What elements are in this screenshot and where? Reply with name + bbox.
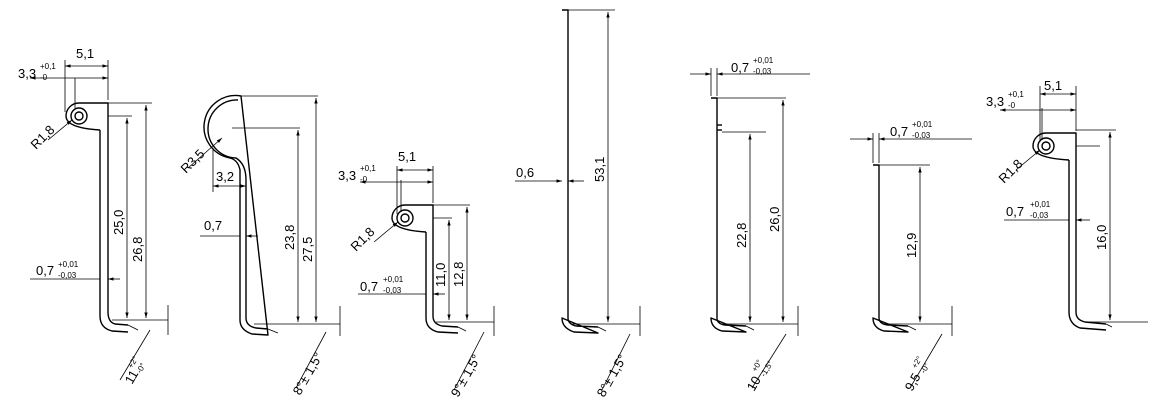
dim-thickness-tol-lower: -0,03 — [753, 67, 772, 76]
dim-hole: 3,3 — [338, 168, 356, 183]
dim-height-outer: 26,0 — [767, 207, 782, 232]
part-4-dims — [515, 9, 641, 391]
part-6-dims — [850, 133, 972, 389]
dim-width: 3,2 — [216, 169, 234, 184]
dim-width: 5,1 — [76, 46, 94, 61]
dim-height-inner: 25,0 — [111, 210, 126, 235]
dim-angle: 10 — [744, 373, 764, 393]
dim-angle: 8°± 1,5° — [290, 350, 326, 398]
dim-thickness: 0,7 — [204, 218, 222, 233]
dim-thickness: 0,6 — [516, 165, 534, 180]
dim-hole-tol-lower: -0 — [360, 175, 368, 184]
dim-height: 16,0 — [1094, 225, 1109, 250]
part-1: 5,1 3,3 +0,1 -0 R1,8 25,0 26,8 0,7 +0,01… — [18, 46, 169, 387]
dim-height-outer: 27,5 — [300, 237, 315, 262]
dim-thickness: 0,7 — [890, 124, 908, 139]
dim-angle: 9°± 1,5° — [448, 352, 484, 400]
dim-height-outer: 12,8 — [451, 262, 466, 287]
dim-thickness-tol-upper: +0,01 — [753, 56, 774, 65]
dim-thickness-tol-upper: +0,01 — [383, 275, 404, 284]
part-4-labels: 0,6 53,1 8°± 1,5° — [516, 157, 630, 400]
part-1-body — [65, 102, 139, 333]
dim-thickness: 0,7 — [360, 279, 378, 294]
dim-thickness: 0,7 — [1006, 204, 1024, 219]
dim-thickness-tol-lower: -0,03 — [912, 131, 931, 140]
dim-thickness: 0,7 — [36, 263, 54, 278]
dim-hole-tol-upper: +0,1 — [360, 164, 376, 173]
part-1-labels: 5,1 3,3 +0,1 -0 R1,8 25,0 26,8 0,7 +0,01… — [18, 46, 148, 387]
part-2: R3,5 3,2 0,7 23,8 27,5 8°± 1,5° — [178, 94, 341, 398]
dim-height: 53,1 — [592, 157, 607, 182]
dim-radius: R1,8 — [348, 224, 378, 254]
dim-hole: 3,3 — [986, 94, 1004, 109]
dim-width: 5,1 — [1044, 78, 1062, 93]
part-3-body — [391, 204, 467, 334]
part-4: 0,6 53,1 8°± 1,5° — [515, 9, 641, 400]
part-7: 5,1 3,3 +0,1 -0 R1,8 0,7 +0,01 -0,03 16,… — [986, 78, 1148, 331]
part-3-labels: 5,1 3,3 +0,1 -0 R1,8 11,0 12,8 0,7 +0,01… — [338, 149, 484, 400]
dim-thickness-tol-upper: +0,01 — [912, 120, 933, 129]
dim-height-inner: 23,8 — [282, 225, 297, 250]
part-1-dims — [30, 60, 169, 381]
dim-radius: R3,5 — [178, 146, 208, 176]
dim-thickness: 0,7 — [731, 60, 749, 75]
dim-thickness-tol-lower: -0,03 — [58, 271, 77, 280]
part-6: 0,7 +0,01 -0,03 12,9 9,5 +2° -0° — [850, 120, 972, 394]
dim-hole-tol-lower: -0 — [40, 73, 48, 82]
dim-height: 12,9 — [904, 233, 919, 258]
part-6-body — [872, 164, 917, 333]
dim-hole-tol-upper: +0,1 — [1008, 90, 1024, 99]
part-2-dims — [187, 95, 341, 389]
dim-angle: 8°± 1,5° — [594, 352, 630, 400]
dim-angle-tol-lower: -0° — [919, 362, 932, 375]
part-6-labels: 0,7 +0,01 -0,03 12,9 9,5 +2° -0° — [890, 120, 933, 394]
part-7-dims — [1000, 86, 1148, 323]
dim-thickness-tol-lower: -0,03 — [383, 286, 402, 295]
part-5-body — [710, 97, 755, 333]
dim-hole: 3,3 — [18, 66, 36, 81]
dim-hole-tol-lower: -0 — [1008, 101, 1016, 110]
dim-angle: 9,5 — [902, 370, 924, 393]
dim-radius: R1,8 — [28, 122, 58, 152]
dim-width: 5,1 — [398, 149, 416, 164]
dim-height-outer: 26,8 — [130, 237, 145, 262]
dim-height-inner: 22,8 — [734, 223, 749, 248]
part-3: 5,1 3,3 +0,1 -0 R1,8 11,0 12,8 0,7 +0,01… — [338, 149, 495, 400]
part-7-body — [1032, 132, 1113, 331]
part-5: 0,7 +0,01 -0,03 22,8 26,0 10 +0° -1,5° — [690, 56, 810, 394]
dim-height-inner: 11,0 — [433, 263, 448, 287]
dim-angle-tol-lower: -0° — [135, 361, 148, 374]
part-5-labels: 0,7 +0,01 -0,03 22,8 26,0 10 +0° -1,5° — [731, 56, 782, 394]
part-5-dims — [690, 68, 810, 389]
dim-thickness-tol-upper: +0,01 — [1030, 200, 1051, 209]
dim-hole-tol-upper: +0,1 — [40, 62, 56, 71]
part-7-labels: 5,1 3,3 +0,1 -0 R1,8 0,7 +0,01 -0,03 16,… — [986, 78, 1109, 250]
dim-radius: R1,8 — [996, 156, 1026, 186]
part-4-body — [561, 9, 607, 334]
dim-thickness-tol-lower: -0,03 — [1030, 211, 1049, 220]
dim-angle: 11 — [122, 367, 142, 386]
part-3-dims — [358, 166, 495, 391]
dim-thickness-tol-upper: +0,01 — [58, 260, 79, 269]
part-2-body — [203, 94, 279, 336]
part-2-labels: R3,5 3,2 0,7 23,8 27,5 8°± 1,5° — [178, 146, 326, 397]
